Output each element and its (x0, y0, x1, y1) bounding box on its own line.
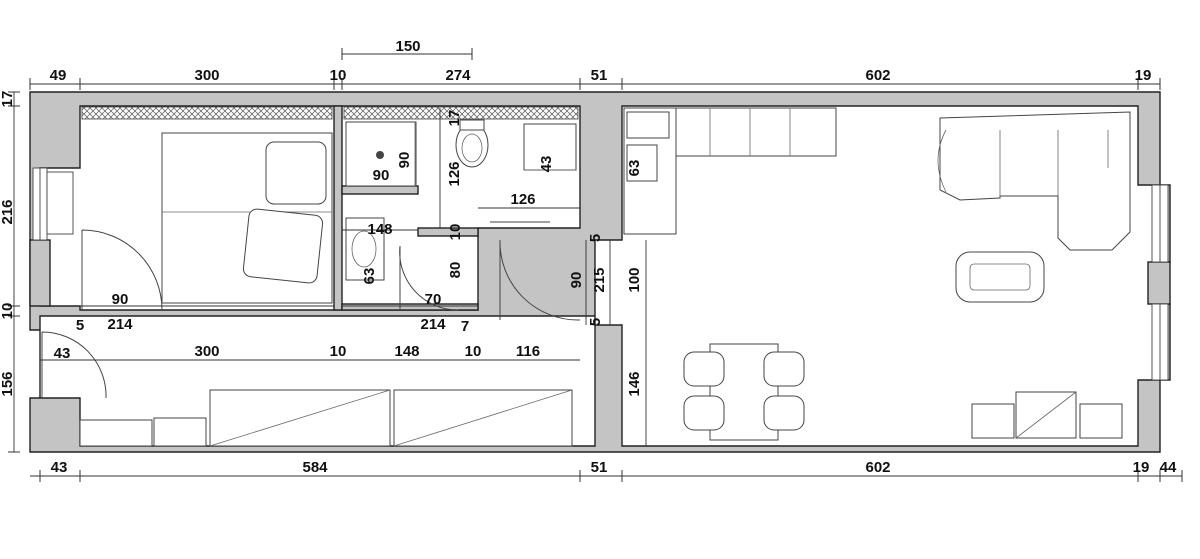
ticks-bottom (39, 470, 1183, 482)
dim-jamb-7: 7 (461, 318, 469, 335)
washbasin (345, 217, 385, 281)
bath-door (399, 245, 459, 311)
dim-corr-116: 116 (516, 343, 540, 360)
dimension-labels: 49 300 10 274 51 602 19 150 43 584 51 60… (0, 38, 1177, 476)
dim-kitchen-146: 146 (626, 371, 643, 396)
dim-bath-17: 17 (446, 110, 463, 127)
bath-cabinet (523, 123, 577, 171)
doors (41, 229, 581, 399)
corner-sofa (937, 111, 1131, 251)
bath-corridor-wall (341, 303, 479, 311)
window-pier-right (1147, 261, 1171, 305)
dim-wall-10: 10 (447, 224, 464, 241)
dim-left-17: 17 (0, 91, 16, 108)
dim-top-10: 10 (330, 67, 347, 84)
dim-corr-148: 148 (394, 343, 419, 360)
corridor-cabinets (79, 389, 573, 447)
dim-door-5b: 5 (587, 318, 604, 326)
right-window-upper (1151, 184, 1169, 263)
dim-bath-126-w: 126 (510, 191, 535, 208)
furniture (79, 107, 1131, 447)
dim-corr-10b: 10 (465, 343, 482, 360)
walls (29, 91, 1171, 453)
shower-wc-partition (341, 185, 419, 195)
dim-left-156: 156 (0, 371, 16, 396)
dim-bath-126-h: 126 (446, 161, 463, 186)
dim-main-door-90: 90 (568, 272, 585, 289)
dim-bottom-44: 44 (1160, 459, 1177, 476)
shower-tray (345, 121, 417, 187)
dim-corr-300: 300 (194, 343, 219, 360)
ticks-top (29, 48, 1161, 90)
dimension-lines (8, 48, 1183, 482)
dim-bottom-19: 19 (1133, 459, 1150, 476)
dim-top-49: 49 (50, 67, 67, 84)
bedroom-bath-partition (333, 105, 343, 311)
dim-top-602: 602 (865, 67, 890, 84)
coffee-table (955, 251, 1045, 303)
dim-door-5a: 5 (587, 234, 604, 242)
dim-jamb-5: 5 (76, 317, 84, 334)
dim-left-216: 216 (0, 199, 16, 224)
dim-bath-door-80: 80 (447, 262, 464, 279)
dim-sink-63: 63 (361, 268, 378, 285)
dim-vanity-148: 148 (367, 221, 392, 238)
dim-above-150: 150 (395, 38, 420, 55)
dim-basin-43: 43 (538, 156, 555, 173)
bedroom-door (81, 229, 163, 311)
ticks-left (8, 91, 20, 453)
toilet (455, 119, 489, 168)
double-bed (161, 132, 333, 304)
dim-top-51: 51 (591, 67, 608, 84)
dim-bed-door-90: 90 (112, 291, 129, 308)
dining-set (683, 343, 805, 441)
dim-bottom-51: 51 (591, 459, 608, 476)
bath-inner-partition (417, 227, 479, 237)
tv-unit (971, 391, 1123, 439)
dim-shower-90-w: 90 (373, 167, 390, 184)
dim-door-215: 215 (591, 267, 608, 292)
dim-left-10: 10 (0, 303, 16, 320)
dim-kitchen-100: 100 (626, 267, 643, 292)
entry-door (499, 239, 581, 321)
dim-corr-10a: 10 (330, 343, 347, 360)
dim-corr-43: 43 (54, 345, 71, 362)
dim-shower-90-d: 90 (396, 152, 413, 169)
right-window-lower (1151, 303, 1169, 381)
dim-bath-door-70: 70 (425, 291, 442, 308)
dim-top-19: 19 (1135, 67, 1152, 84)
dim-bottom-43: 43 (51, 459, 68, 476)
window-pier-left (29, 239, 51, 307)
dim-top-300: 300 (194, 67, 219, 84)
exterior-wall (29, 91, 1171, 453)
dim-kitchen-sink-63: 63 (626, 160, 643, 177)
corridor-door (41, 331, 107, 399)
insulation-strip (81, 106, 333, 120)
dim-bath-corr-214: 214 (420, 316, 446, 333)
dim-bottom-602: 602 (865, 459, 890, 476)
dim-bed-214: 214 (107, 316, 133, 333)
left-window (32, 167, 74, 241)
kitchen-counter (623, 107, 837, 235)
dim-bottom-584: 584 (302, 459, 328, 476)
dim-top-274: 274 (445, 67, 471, 84)
insulation-strip-bath (343, 106, 579, 120)
